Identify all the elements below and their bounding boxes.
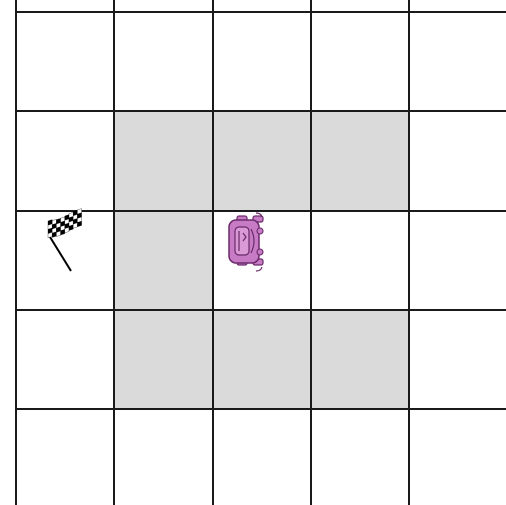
- cell-r3-c0: [16, 310, 114, 409]
- cell-r1-c1-wall: [114, 111, 213, 211]
- cell-r0-c3: [311, 12, 409, 111]
- cell-r2-c4: [409, 211, 506, 310]
- cell-r1-c2-wall: [213, 111, 311, 211]
- cell-r4-c3: [311, 409, 409, 505]
- cell-r4-c1: [114, 409, 213, 505]
- cell-r3-c3-wall: [311, 310, 409, 409]
- cell-r4-c2: [213, 409, 311, 505]
- cell-r3-c2-wall: [213, 310, 311, 409]
- cell-r3-c4: [409, 310, 506, 409]
- cell-r1-c3-wall: [311, 111, 409, 211]
- cell-r0-c0: [16, 12, 114, 111]
- cell-r1-c4: [409, 111, 506, 211]
- cell-r0-c4: [409, 12, 506, 111]
- cell-r2-c3: [311, 211, 409, 310]
- cell-r4-c0: [16, 409, 114, 505]
- robot-car-icon: [229, 213, 263, 271]
- cell-r0-c2: [213, 12, 311, 111]
- cell-r2-c1-wall: [114, 211, 213, 310]
- cell-r3-c1-wall: [114, 310, 213, 409]
- cell-r1-c0: [16, 111, 114, 211]
- cell-r0-c1: [114, 12, 213, 111]
- cell-r4-c4: [409, 409, 506, 505]
